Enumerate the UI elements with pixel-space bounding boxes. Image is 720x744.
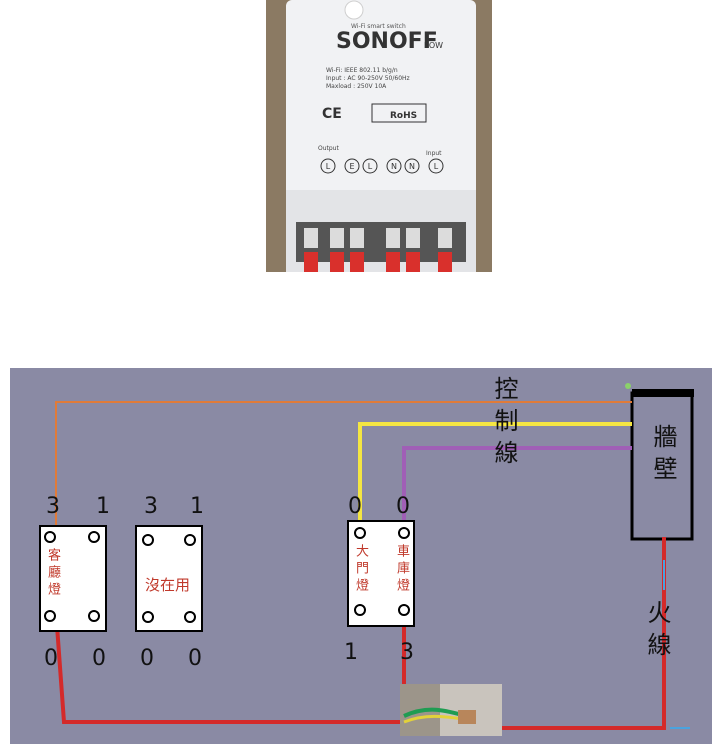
rohs-mark: RoHS — [390, 111, 417, 121]
switch-3-right-name: 車庫燈 — [394, 544, 409, 595]
switch-1 — [39, 525, 107, 632]
sw2-top-left-num: 3 — [144, 494, 158, 519]
control-wire-label: 控制線 — [490, 376, 518, 472]
switch-2 — [135, 525, 203, 632]
spec-line-1: Wi-Fi: IEEE 802.11 b/g/n — [326, 67, 398, 74]
sw2-bot-left-num: 0 — [140, 646, 154, 671]
wall-indicator — [625, 383, 631, 389]
sw3-bot-right-num: 3 — [400, 640, 414, 665]
sw3-top-left-num: 0 — [348, 494, 362, 519]
sw1-pin-tr — [88, 531, 100, 543]
spec-line-2: Input : AC 90-250V 50/60Hz — [326, 75, 410, 82]
red-wire-left — [54, 611, 400, 724]
sw2-pin-br — [184, 611, 196, 623]
sw3-pin-tr — [398, 527, 410, 539]
wall-label: 牆壁 — [649, 424, 677, 488]
sw2-top-right-num: 1 — [190, 494, 204, 519]
sw2-pin-tl — [142, 534, 154, 546]
ce-mark: CE — [322, 106, 342, 122]
spec-line-3: Maxload : 250V 10A — [326, 83, 387, 90]
sw1-bot-left-num: 0 — [44, 646, 58, 671]
tagline-text: Wi-Fi smart switch — [351, 23, 406, 30]
sonoff-photo: SONOFF POW Wi-Fi smart switch Wi-Fi: IEE… — [266, 0, 492, 272]
red-wire-right — [500, 537, 666, 730]
terminal-5: N — [409, 162, 415, 171]
live-wire-label: 火線 — [643, 600, 671, 664]
sw1-pin-br — [88, 610, 100, 622]
wall-top-bar — [632, 389, 694, 397]
switch-3-left-name: 大門燈 — [353, 544, 368, 595]
input-label: Input — [426, 150, 442, 157]
terminal-3: L — [368, 162, 373, 171]
brand-text: SONOFF — [336, 29, 438, 54]
model-text: POW — [424, 41, 443, 50]
sw1-top-right-num: 1 — [96, 494, 110, 519]
terminal-4: N — [391, 162, 397, 171]
sw3-pin-br — [398, 604, 410, 616]
terminal-1: L — [326, 162, 331, 171]
sw3-top-right-num: 0 — [396, 494, 410, 519]
sw1-bot-right-num: 0 — [92, 646, 106, 671]
switch-2-name: 沒在用 — [145, 576, 191, 594]
sw2-pin-tr — [184, 534, 196, 546]
sw2-bot-right-num: 0 — [188, 646, 202, 671]
sw3-bot-left-num: 1 — [344, 640, 358, 665]
sw3-pin-bl — [354, 604, 366, 616]
sw3-pin-tl — [354, 527, 366, 539]
terminal-2: E — [349, 162, 354, 171]
purple-wire — [402, 446, 632, 527]
sw1-pin-bl — [44, 610, 56, 622]
sw1-pin-tl — [44, 531, 56, 543]
yellow-wire — [358, 422, 632, 527]
sw2-pin-bl — [142, 611, 154, 623]
sw1-top-left-num: 3 — [46, 494, 60, 519]
orange-wire — [55, 401, 632, 537]
output-label: Output — [318, 145, 339, 152]
terminal-6: L — [434, 162, 439, 171]
switch-1-name: 客廳燈 — [45, 548, 60, 599]
